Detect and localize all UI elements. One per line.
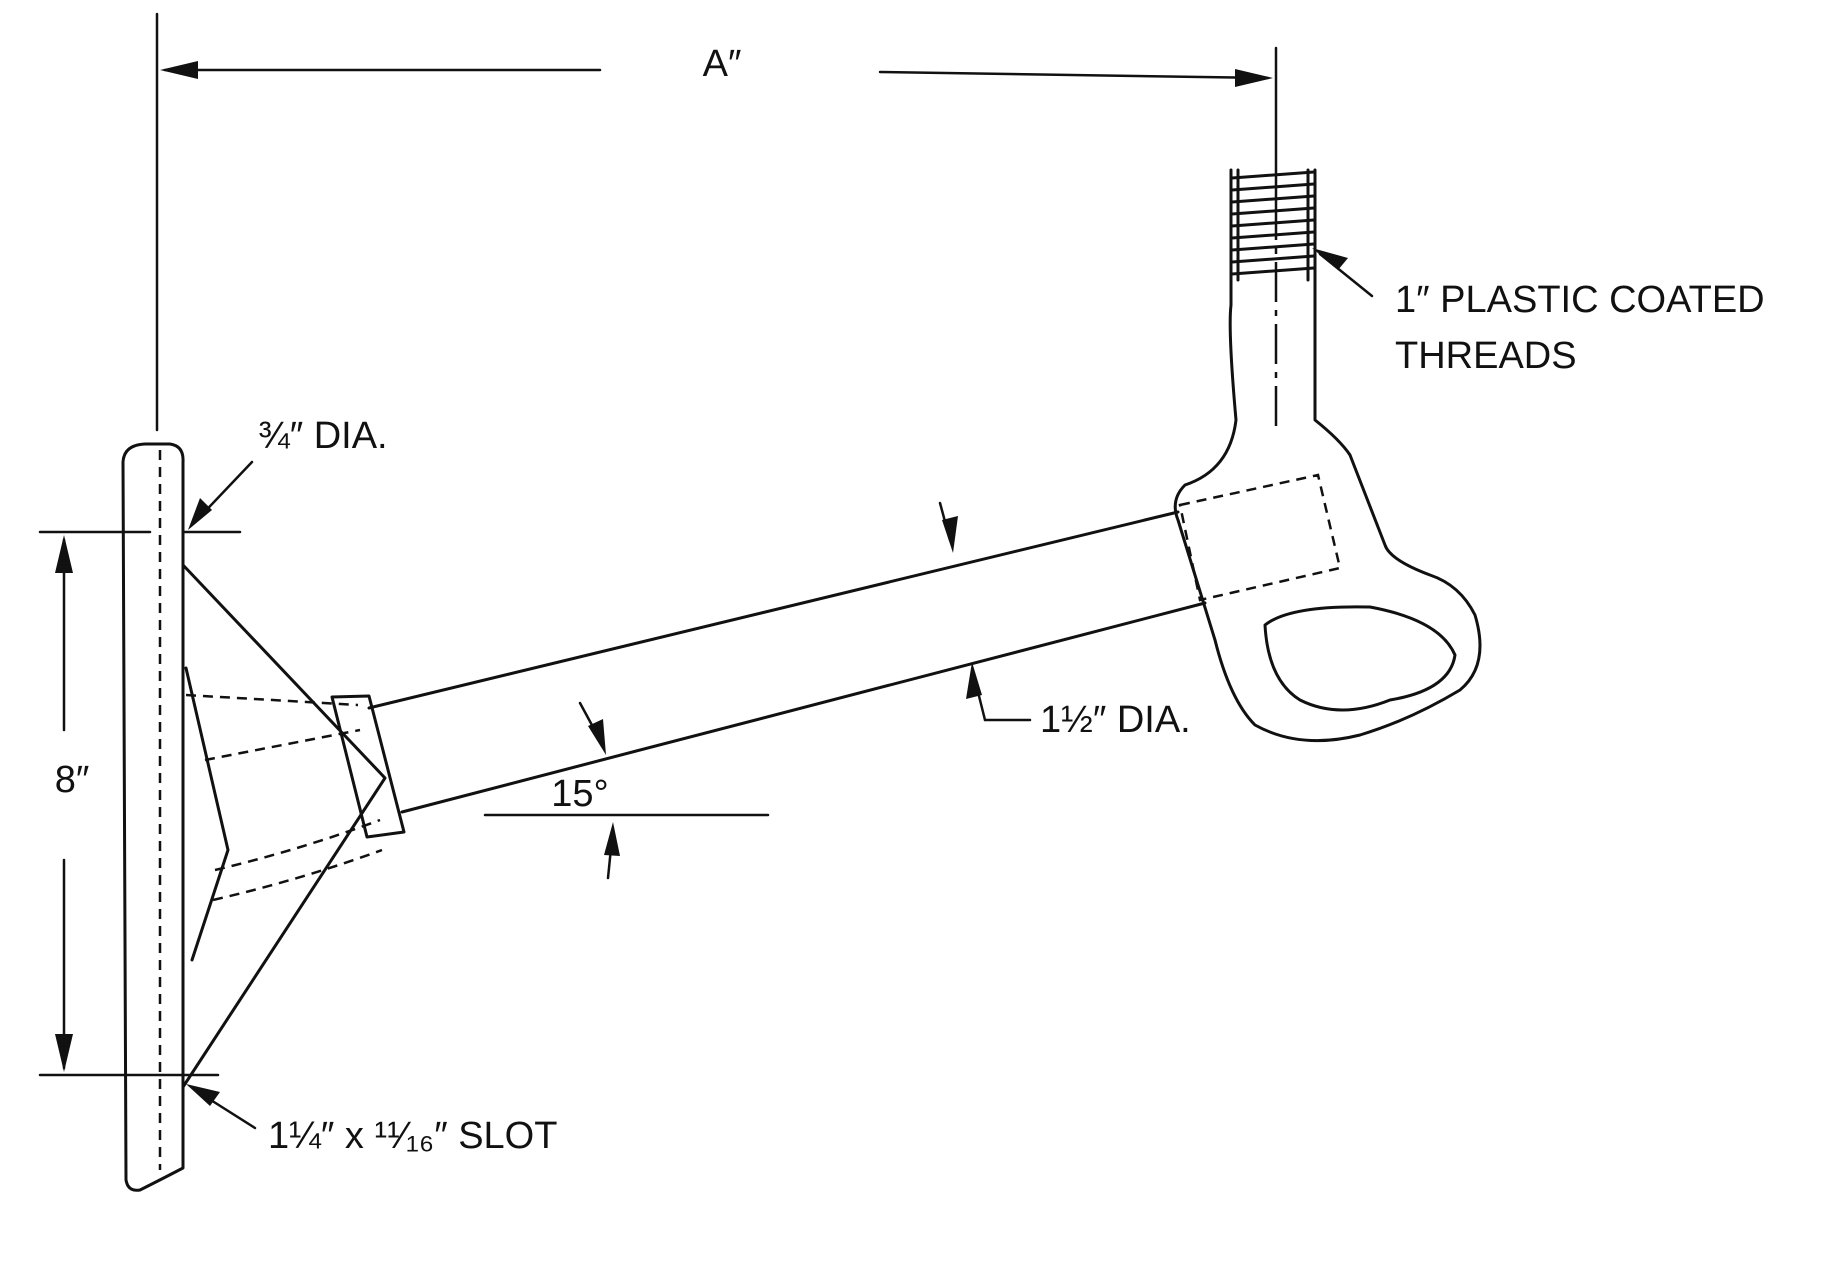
threads (1230, 168, 1316, 430)
eye-outline (1173, 168, 1482, 743)
slot-label: 1¼″ x ¹¹⁄₁₆″ SLOT (268, 1115, 557, 1157)
hole-dia-leader-arrow (188, 498, 212, 530)
dimension-line-a-right (878, 70, 1270, 80)
hole-dia-label: ¾″ DIA. (258, 415, 388, 457)
hole-dia-callout: ¾″ DIA. (183, 415, 388, 534)
eye-fitting (1173, 168, 1482, 743)
threads-label-line2: THREADS (1395, 335, 1577, 377)
gusset-inner-edge (184, 666, 230, 962)
rod-socket-hidden (1178, 473, 1342, 602)
threads-leader-arrow (1312, 248, 1348, 270)
dimension-a-label: A″ (703, 43, 742, 85)
rod-dia-arrow-bottom (966, 662, 982, 699)
arrowhead-left (160, 61, 198, 79)
dimension-a: A″ (155, 12, 1278, 432)
threads-callout: 1″ PLASTIC COATED THREADS (1312, 248, 1765, 377)
base-plate (121, 442, 185, 1192)
dimension-8in: 8″ (38, 530, 220, 1077)
gusset-hidden-lines (185, 693, 383, 902)
gusset (181, 563, 387, 1089)
rod-dia-label: 1½″ DIA. (1040, 699, 1191, 741)
thread-helix (1230, 170, 1316, 276)
rod (330, 510, 1207, 839)
gusset-outline (181, 563, 387, 1089)
height-label: 8″ (55, 759, 90, 801)
rod-bottom-edge (400, 601, 1207, 814)
arrowhead-right (1235, 69, 1273, 87)
rod-collar (330, 694, 406, 839)
angle-callout: 15° (483, 701, 770, 880)
arrowhead-top (55, 535, 73, 573)
slot-callout: 1¼″ x ¹¹⁄₁₆″ SLOT (186, 1084, 557, 1157)
threads-label-line1: 1″ PLASTIC COATED (1395, 279, 1765, 321)
angle-arrow-top (588, 719, 606, 755)
arrowhead-bottom (55, 1034, 73, 1072)
rod-dia-arrow-top (942, 516, 958, 553)
angle-arrow-bottom (604, 822, 620, 856)
slot-leader-arrow (186, 1084, 220, 1106)
eye-hole (1263, 605, 1457, 712)
angle-label: 15° (551, 773, 608, 815)
rod-top-edge (367, 510, 1180, 710)
rod-dia-callout: 1½″ DIA. (938, 501, 1191, 741)
base-plate-outline (121, 442, 185, 1192)
